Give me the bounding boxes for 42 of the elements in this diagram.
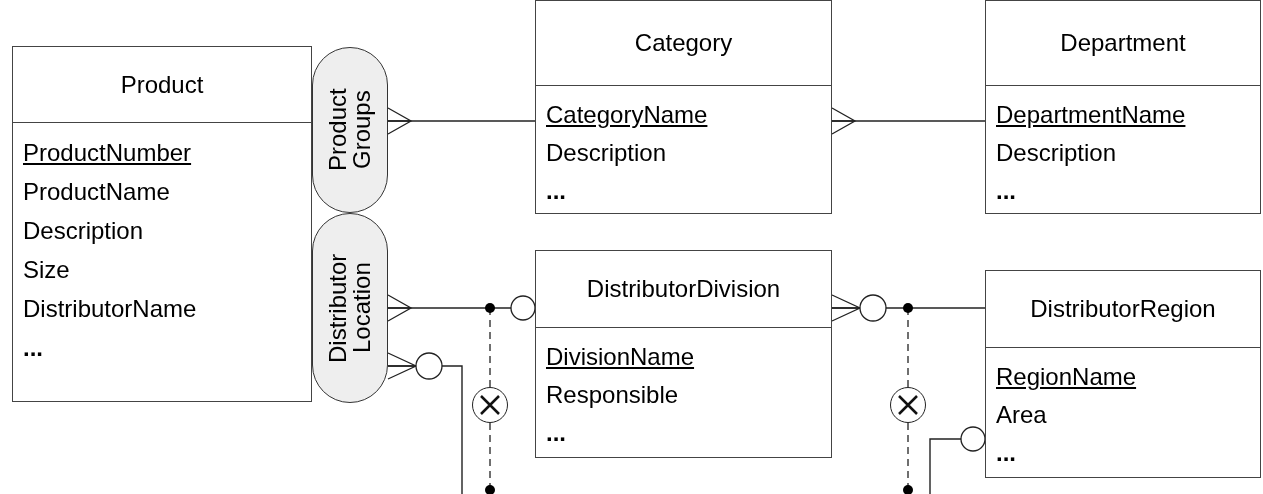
entity-box <box>985 0 1261 214</box>
entity-box <box>985 270 1261 478</box>
entity-name: Product <box>120 70 204 99</box>
dashed-constraint-line <box>485 303 495 388</box>
entity-box <box>12 46 312 402</box>
key-attribute: CategoryName <box>546 100 708 130</box>
entity-name: Category <box>634 29 733 57</box>
entity-name: DistributorRegion <box>1030 295 1216 323</box>
attribute-text: ... <box>23 333 43 363</box>
key-attribute: DepartmentName <box>996 100 1186 130</box>
key-attribute: ProductNumber <box>23 138 192 168</box>
entity-box <box>535 0 832 214</box>
attribute-text: Size <box>23 255 70 285</box>
entity-box <box>535 250 832 458</box>
attribute-text: Responsible <box>546 380 679 410</box>
attribute-text: Description <box>546 138 667 168</box>
relationship-line <box>387 294 536 322</box>
attribute-text: DistributorName <box>23 294 197 324</box>
attribute-text: Area <box>996 400 1047 430</box>
entity-name: Department <box>1060 29 1186 57</box>
attribute-text: ... <box>546 176 566 206</box>
attribute-text: Description <box>23 216 144 246</box>
relationship-name: Distributor Location <box>326 252 374 365</box>
dashed-constraint-line <box>903 422 913 494</box>
attribute-text: ... <box>546 418 566 448</box>
relationship-line <box>929 426 986 494</box>
relationship-name: Product Groups <box>326 87 374 174</box>
exclusion-circle <box>472 387 508 423</box>
relationship-line <box>387 352 463 494</box>
entity-name: DistributorDivision <box>586 275 781 303</box>
dashed-constraint-line <box>485 422 495 494</box>
relationship-line <box>387 107 536 135</box>
relationship-line <box>831 107 986 135</box>
attribute-text: ProductName <box>23 177 170 207</box>
attribute-text: ... <box>996 438 1016 468</box>
exclusion-circle <box>890 387 926 423</box>
attribute-text: ... <box>996 176 1016 206</box>
key-attribute: RegionName <box>996 362 1137 392</box>
relationship-line <box>831 294 986 322</box>
attribute-text: Description <box>996 138 1117 168</box>
key-attribute: DivisionName <box>546 342 695 372</box>
dashed-constraint-line <box>903 303 913 388</box>
